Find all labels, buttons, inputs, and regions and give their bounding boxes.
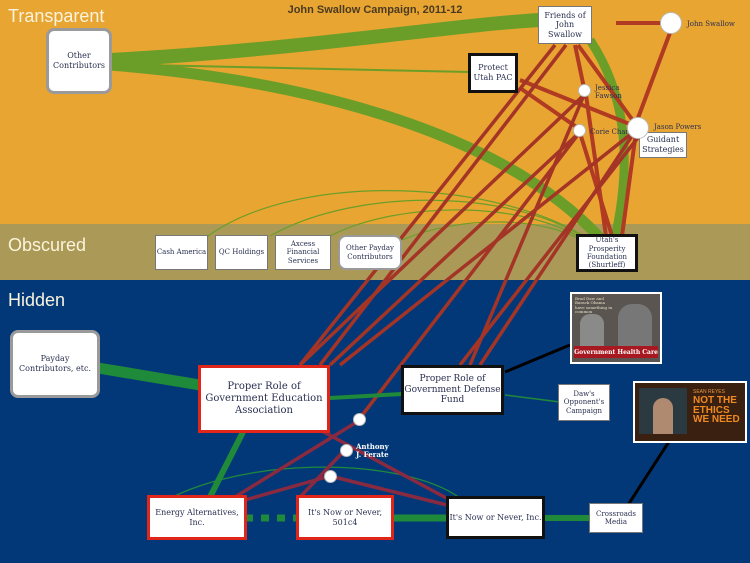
ad-ethics-header: SEAN REYES — [693, 389, 725, 395]
node-daws-opponent-campaign[interactable]: Daw's Opponent's Campaign — [558, 384, 610, 421]
flow-other-to-friends — [109, 13, 541, 67]
node-energy-alternatives[interactable]: Energy Alternatives, Inc. — [147, 495, 247, 540]
ad-health-face-right — [618, 304, 652, 352]
node-other-contributors[interactable]: Other Contributors — [46, 28, 112, 94]
node-friends-of-john-swallow[interactable]: Friends of John Swallow — [538, 6, 592, 44]
node-other-payday-contributors[interactable]: Other Payday Contributors — [338, 235, 402, 270]
link-friends-jason — [576, 43, 636, 124]
flow-cash-america — [207, 190, 591, 241]
person-links-cross — [298, 43, 642, 420]
node-payday-contributors[interactable]: Payday Contributors, etc. — [10, 330, 100, 398]
person-icon-unnamed-2[interactable] — [324, 470, 337, 483]
person-icon-jessica-fawson[interactable] — [578, 84, 591, 97]
flow-other-payday — [401, 221, 591, 247]
person-icon-corie-chan[interactable] — [573, 124, 586, 137]
node-cash-america[interactable]: Cash America — [155, 235, 208, 270]
node-axcess-financial[interactable]: Axcess Financial Services — [275, 235, 331, 270]
band-label-transparent: Transparent — [8, 6, 105, 26]
flow-prgdf-to-daws — [504, 394, 561, 403]
person-label-corie-chan: Corie Chan — [590, 128, 631, 136]
ad-ethics-caption: NOT THE ETHICS WE NEED — [693, 395, 740, 425]
band-label-obscured: Obscured — [8, 235, 87, 255]
band-label-hidden: Hidden — [8, 290, 66, 310]
node-prgea[interactable]: Proper Role of Government Education Asso… — [198, 365, 330, 433]
flow-prgea-to-energy — [207, 430, 246, 499]
money-flows-hidden — [97, 362, 590, 522]
ad-links — [504, 343, 672, 506]
node-now-or-never-inc[interactable]: It's Now or Never, Inc. — [446, 496, 545, 539]
person-icon-unnamed-1[interactable] — [353, 413, 366, 426]
node-guidant-strategies[interactable]: Guidant Strategies — [639, 132, 687, 158]
person-label-jason-powers: Jason Powers — [654, 123, 702, 131]
link-friends-jessica — [573, 44, 586, 89]
ad-health-face-left — [580, 314, 604, 352]
person-icon-jason-powers[interactable] — [627, 117, 649, 139]
link-prgdf-to-health-ad — [504, 343, 571, 374]
person-label-jessica-fawson: Jessica Fawson — [595, 84, 622, 101]
diagram-title: John Swallow Campaign, 2011-12 — [287, 4, 463, 16]
node-now-or-never-501c4[interactable]: It's Now or Never, 501c4 — [296, 495, 394, 540]
flow-payday-to-prgea — [97, 362, 201, 391]
node-utahs-prosperity-foundation[interactable]: Utah's Prosperity Foundation (Shurtleff) — [576, 234, 638, 272]
link-john-swallow-jason-powers — [636, 29, 673, 119]
person-links-hidden — [234, 418, 451, 507]
link-jessica-utahs — [584, 94, 608, 237]
ad-image-ethics[interactable]: SEAN REYES NOT THE ETHICS WE NEED — [633, 381, 747, 443]
person-icon-john-swallow[interactable] — [660, 12, 682, 34]
flow-friends-to-utahs-prosperity — [586, 37, 629, 239]
flow-qc-holdings — [269, 199, 591, 243]
link-crossroads-to-ethics-ad — [626, 439, 672, 506]
person-label-john-swallow: John Swallow — [687, 20, 735, 28]
flow-energy-to-inc-arc — [149, 466, 461, 511]
node-crossroads-media[interactable]: Crossroads Media — [589, 503, 643, 533]
person-label-anthony-ferate: Anthony J. Ferate — [356, 442, 389, 460]
node-qc-holdings[interactable]: QC Holdings — [215, 235, 268, 270]
ad-ethics-portrait — [639, 388, 687, 434]
flow-other-to-protect-pac — [109, 63, 471, 73]
person-icon-anthony-ferate[interactable] — [340, 444, 353, 457]
link-jason-utahs — [620, 131, 638, 237]
ad-image-health-care[interactable]: Brad Daw and Barack Obama have something… — [570, 292, 662, 364]
ad-health-header: Brad Daw and Barack Obama have something… — [575, 296, 613, 315]
ad-health-caption: Government Health Care — [574, 346, 658, 358]
flow-prgea-to-prgdf — [329, 392, 403, 400]
node-protect-utah-pac[interactable]: Protect Utah PAC — [468, 53, 518, 93]
link-corie-utahs — [578, 132, 614, 237]
node-prgdf[interactable]: Proper Role of Government Defense Fund — [401, 365, 504, 415]
